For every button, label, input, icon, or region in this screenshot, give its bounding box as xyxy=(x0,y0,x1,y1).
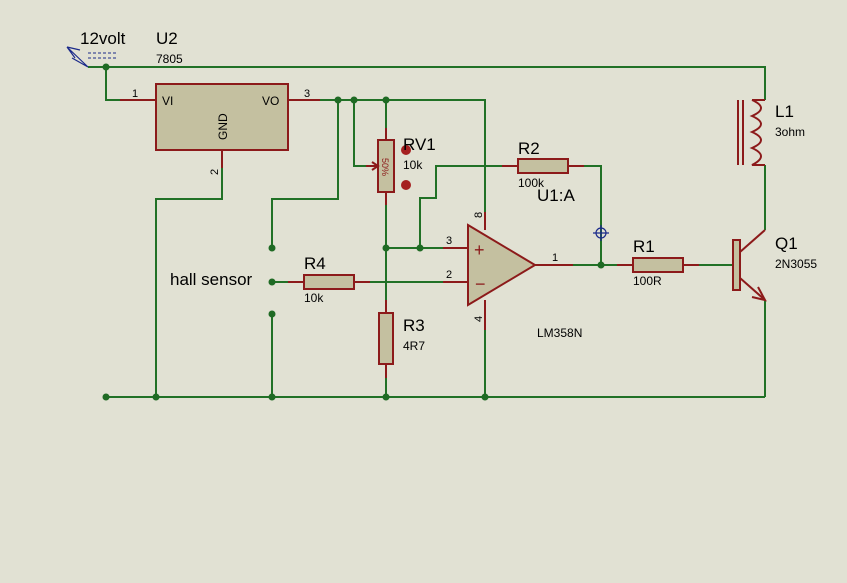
u2-value: 7805 xyxy=(156,52,183,66)
r4-resistor: R4 10k xyxy=(288,254,370,305)
r2-value: 100k xyxy=(518,176,545,190)
u2-pin3-number: 3 xyxy=(304,88,310,100)
r1-ref: R1 xyxy=(633,237,655,256)
r4-ref: R4 xyxy=(304,254,326,273)
u2-vo-label: VO xyxy=(262,94,279,108)
u2-pin1-number: 1 xyxy=(132,88,138,100)
r3-value: 4R7 xyxy=(403,339,425,353)
q1-emitter xyxy=(739,277,766,301)
hall-sensor-terminal xyxy=(268,278,276,286)
u1-plus-sign: + xyxy=(474,240,485,260)
power-terminal: 12volt xyxy=(66,29,126,68)
junction-dot xyxy=(481,393,489,401)
u1-body xyxy=(467,223,537,307)
u2-vi-label: VI xyxy=(162,94,173,108)
u1-ref: U1:A xyxy=(537,186,575,205)
power-terminal-icon xyxy=(66,46,89,68)
u1-pin8-number: 8 xyxy=(473,212,485,218)
probe-marker xyxy=(593,225,609,241)
r3-resistor: R3 4R7 xyxy=(378,300,425,378)
u2-regulator: U2 7805 VI VO GND 1 3 2 xyxy=(120,29,320,175)
junction-dot xyxy=(382,244,390,252)
l1-value: 3ohm xyxy=(775,125,805,139)
r2-resistor: R2 100k xyxy=(502,139,584,190)
u1-opamp: + − 3 2 1 8 4 U1:A LM358N xyxy=(443,186,582,340)
u1-pin4-number: 4 xyxy=(473,316,485,322)
l1-winding xyxy=(749,99,765,166)
r3-ref: R3 xyxy=(403,316,425,335)
r4-value: 10k xyxy=(304,291,324,305)
q1-value: 2N3055 xyxy=(775,257,817,271)
r2-ref: R2 xyxy=(518,139,540,158)
wire-rv1-wiper xyxy=(353,100,366,167)
rv1-adjust-icon xyxy=(401,145,411,155)
hall-sensor-terminal xyxy=(268,310,276,318)
junction-dot xyxy=(102,63,110,71)
r3-body xyxy=(378,312,394,365)
rv1-adjust-icon xyxy=(401,180,411,190)
hall-sensor-terminal xyxy=(268,244,276,252)
junction-dot xyxy=(268,393,276,401)
wire-r2-left xyxy=(419,165,502,248)
junction-dot xyxy=(382,393,390,401)
junction-dot xyxy=(350,96,358,104)
r1-resistor: R1 100R xyxy=(617,237,699,288)
rv1-value: 10k xyxy=(403,158,423,172)
r2-body xyxy=(517,158,569,174)
u1-pin2-number: 2 xyxy=(446,269,452,281)
power-label: 12volt xyxy=(80,29,126,48)
junction-dot xyxy=(152,393,160,401)
junction-dot xyxy=(102,393,110,401)
wire-5v-to-sensor xyxy=(271,100,339,248)
junction-dot xyxy=(597,261,605,269)
junctions xyxy=(102,63,605,401)
rv1-potentiometer: 50% RV1 10k xyxy=(366,128,436,205)
probe-icon-cross xyxy=(593,225,609,241)
wire-vo-out xyxy=(320,99,486,212)
r1-value: 100R xyxy=(633,274,662,288)
u2-gnd-label: GND xyxy=(216,113,230,140)
wire-12v-rail xyxy=(88,66,766,100)
r1-body xyxy=(632,257,684,273)
junction-dot xyxy=(382,96,390,104)
r4-body xyxy=(303,274,355,290)
q1-base-bar xyxy=(732,239,741,291)
junction-dot xyxy=(416,244,424,252)
u1-pin1-number: 1 xyxy=(552,252,558,264)
q1-ref: Q1 xyxy=(775,234,798,253)
rv1-ref: RV1 xyxy=(403,135,436,154)
q1-collector xyxy=(739,229,766,253)
u1-minus-sign: − xyxy=(475,274,486,294)
rv1-wiper-label: 50% xyxy=(380,158,390,176)
u1-value: LM358N xyxy=(537,326,582,340)
hall-sensor-label: hall sensor xyxy=(170,270,253,289)
q1-emitter-arrow-icon xyxy=(751,286,767,302)
rv1-wiper-arrow xyxy=(366,161,380,171)
u2-ref: U2 xyxy=(156,29,178,48)
u2-body xyxy=(155,83,289,151)
q1-transistor: Q1 2N3055 xyxy=(732,229,817,302)
junction-dot xyxy=(334,96,342,104)
l1-coil: L1 3ohm xyxy=(737,99,805,166)
u2-pin2-number: 2 xyxy=(209,169,221,175)
wire-reg-gnd xyxy=(155,168,223,397)
wire-r2-right xyxy=(584,165,602,265)
l1-ref: L1 xyxy=(775,102,794,121)
wire-12v-to-vi xyxy=(105,67,120,101)
u1-pin3-number: 3 xyxy=(446,235,452,247)
